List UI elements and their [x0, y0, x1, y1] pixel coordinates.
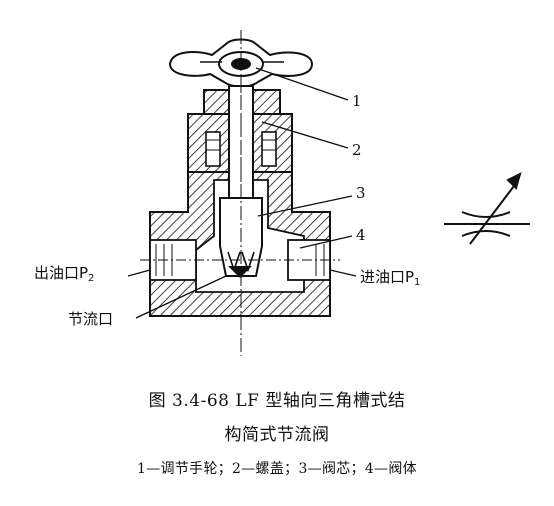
- figure-caption-line-2: 构简式节流阀: [224, 425, 330, 445]
- parts-legend: 1—调节手轮；2—螺盖；3—阀芯；4—阀体: [137, 461, 417, 477]
- callout-2: 2: [352, 141, 362, 159]
- outlet-port-text: 出油口P: [34, 264, 89, 282]
- inlet-port-text: 进油口P: [360, 268, 415, 286]
- callout-4: 4: [356, 226, 366, 244]
- leader-lines: [127, 67, 357, 319]
- inlet-port-label: 进油口P1: [360, 270, 420, 288]
- valve-cross-section-drawing: [127, 30, 530, 356]
- throttle-port-label: 节流口: [68, 310, 114, 328]
- outlet-port-label: 出油口P2: [34, 266, 94, 284]
- inlet-port-subscript: 1: [414, 277, 421, 288]
- figure-caption-line-1: 图 3.4-68 LF 型轴向三角槽式结: [148, 391, 406, 411]
- throttle-valve-symbol: [444, 172, 530, 245]
- callout-3: 3: [356, 184, 366, 202]
- callout-1: 1: [352, 92, 362, 110]
- outlet-port-subscript: 2: [88, 273, 95, 284]
